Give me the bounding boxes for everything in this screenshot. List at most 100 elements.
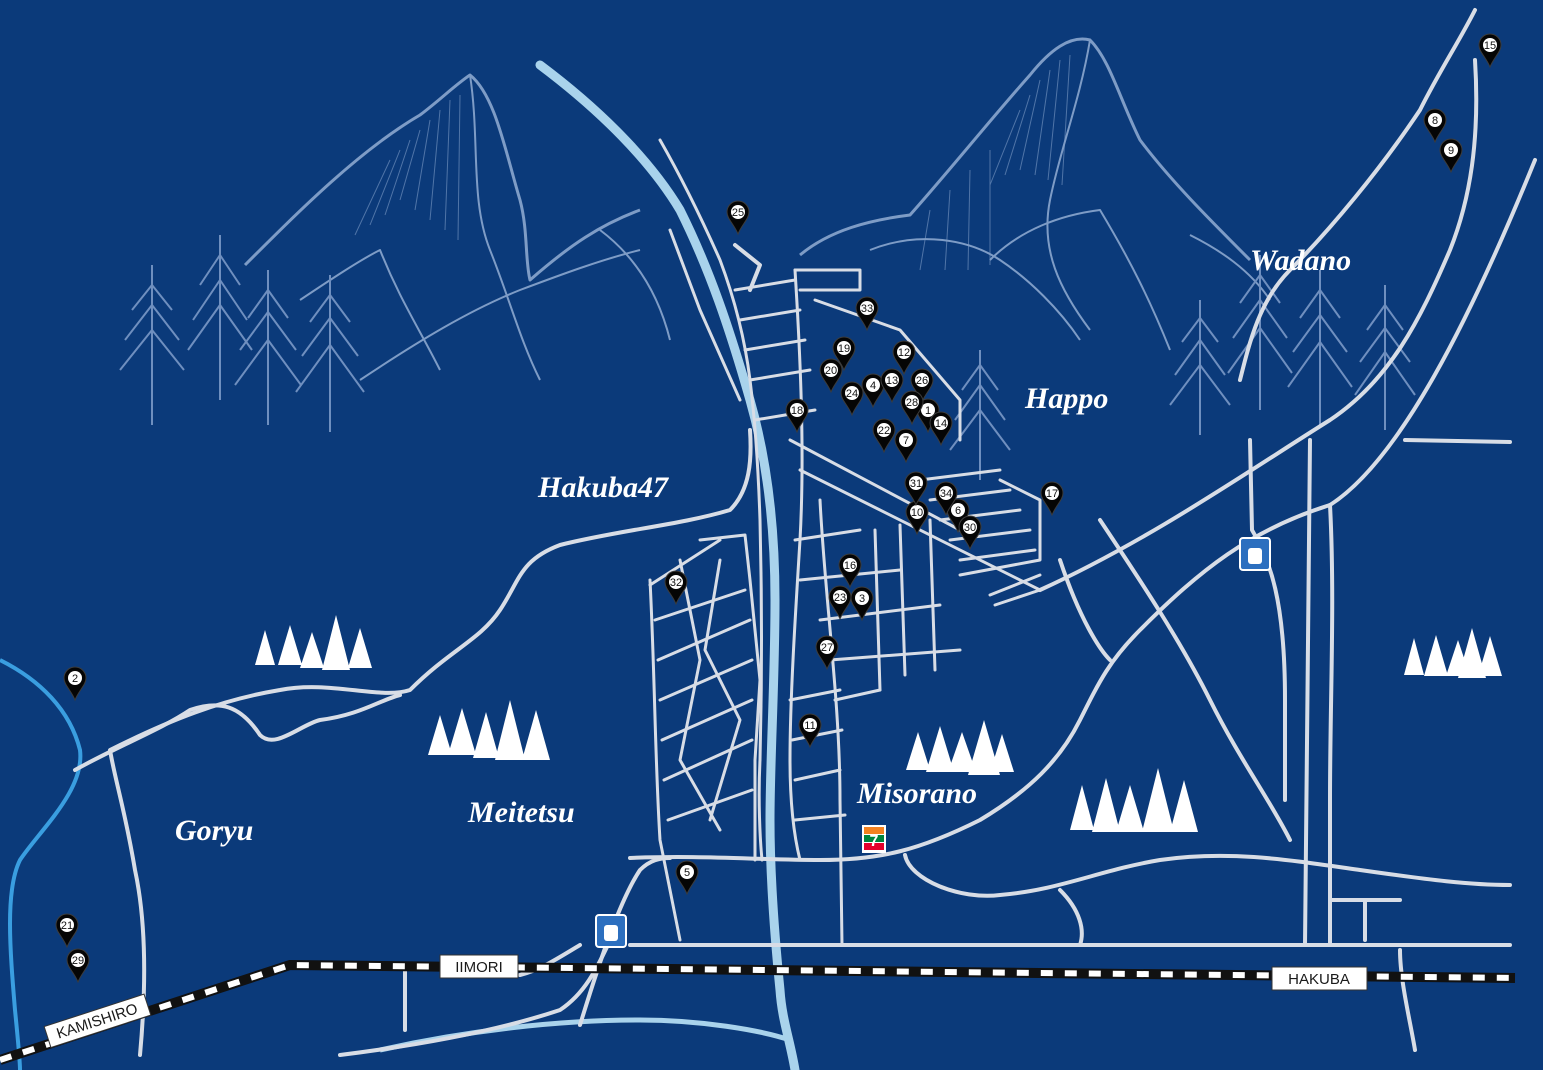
location-pin-23[interactable]: 23	[828, 585, 852, 621]
forest-far-east-white	[1404, 628, 1502, 678]
location-pin-11[interactable]: 11	[798, 713, 822, 749]
pin-label-background	[1045, 486, 1059, 500]
road-network	[73, 8, 1537, 1057]
pin-label-background	[951, 503, 965, 517]
pin-number-label: 22	[878, 425, 890, 437]
area-label-meitetsu: Meitetsu	[467, 796, 575, 829]
pin-number-label: 16	[844, 560, 856, 572]
station-iimori-label: IIMORI	[455, 959, 503, 976]
location-pin-25[interactable]: 25	[726, 200, 750, 236]
pin-label-background	[910, 505, 924, 519]
location-pin-13[interactable]: 13	[880, 368, 904, 404]
location-pin-15[interactable]: 15	[1478, 33, 1502, 69]
pin-label-background	[877, 423, 891, 437]
pin-number-label: 31	[910, 478, 922, 490]
location-pin-22[interactable]: 22	[872, 418, 896, 454]
pin-number-label: 4	[870, 380, 876, 392]
pin-number-label: 28	[906, 397, 918, 409]
pin-number-label: 2	[72, 673, 78, 685]
location-pin-26[interactable]: 26	[910, 368, 934, 404]
location-pin-4[interactable]: 4	[861, 373, 885, 409]
location-pin-9[interactable]: 9	[1439, 138, 1463, 174]
pin-number-label: 19	[838, 343, 850, 355]
pin-number-label: 10	[911, 507, 923, 519]
location-pin-21[interactable]: 21	[55, 913, 79, 949]
location-pin-34[interactable]: 34	[934, 481, 958, 517]
pin-label-background	[60, 918, 74, 932]
station-hakuba: HAKUBA	[1271, 966, 1368, 991]
pin-label-background	[843, 558, 857, 572]
pin-number-label: 7	[903, 435, 909, 447]
location-pin-8[interactable]: 8	[1423, 108, 1447, 144]
pin-number-label: 29	[72, 955, 84, 967]
location-pin-14[interactable]: 14	[929, 411, 953, 447]
location-pin-28[interactable]: 28	[900, 390, 924, 426]
pin-number-label: 8	[1432, 115, 1438, 127]
pin-label-background	[934, 416, 948, 430]
pin-number-label: 30	[964, 522, 976, 534]
pin-label-background	[1444, 143, 1458, 157]
pin-number-label: 33	[861, 303, 873, 315]
pin-label-background	[905, 395, 919, 409]
location-pin-30[interactable]: 30	[958, 515, 982, 551]
pin-label-background	[833, 590, 847, 604]
location-pin-10[interactable]: 10	[905, 500, 929, 536]
area-label-wadano: Wadano	[1250, 244, 1351, 277]
forest-upper-left	[119, 235, 365, 432]
pin-number-label: 13	[886, 375, 898, 387]
pin-number-label: 26	[916, 375, 928, 387]
pin-label-background	[921, 403, 935, 417]
location-pin-5[interactable]: 5	[675, 860, 699, 896]
location-pin-29[interactable]: 29	[66, 948, 90, 984]
location-pin-2[interactable]: 2	[63, 666, 87, 702]
pin-number-label: 14	[935, 418, 947, 430]
pin-number-label: 34	[940, 488, 952, 500]
pin-label-background	[731, 205, 745, 219]
location-pin-6[interactable]: 6	[946, 498, 970, 534]
pin-number-label: 12	[898, 347, 910, 359]
area-label-misorano: Misorano	[856, 777, 977, 810]
pin-label-background	[680, 865, 694, 879]
forest-east-white	[1070, 768, 1198, 832]
location-pin-16[interactable]: 16	[838, 553, 862, 589]
pin-label-background	[837, 341, 851, 355]
pin-number-label: 24	[846, 388, 858, 400]
location-pin-7[interactable]: 7	[894, 428, 918, 464]
location-pin-27[interactable]: 27	[815, 635, 839, 671]
location-pin-20[interactable]: 20	[819, 358, 843, 394]
pin-number-label: 21	[61, 920, 73, 932]
pin-label-background	[845, 386, 859, 400]
pin-number-label: 23	[834, 592, 846, 604]
station-iimori: IIMORI	[439, 954, 519, 979]
seven-eleven-icon: 7	[862, 825, 886, 853]
pin-number-label: 27	[821, 642, 833, 654]
pin-label-background	[71, 953, 85, 967]
location-pin-24[interactable]: 24	[840, 381, 864, 417]
forest-goryu-white	[255, 615, 372, 670]
pin-number-label: 6	[955, 505, 961, 517]
location-pin-12[interactable]: 12	[892, 340, 916, 376]
pin-number-label: 1	[925, 405, 931, 417]
pin-label-background	[899, 433, 913, 447]
forest-meitetsu-white	[428, 700, 550, 760]
lawson-icon	[595, 914, 627, 948]
station-hakuba-label: HAKUBA	[1288, 971, 1350, 988]
pin-label-background	[1428, 113, 1442, 127]
location-pin-3[interactable]: 3	[850, 586, 874, 622]
pin-label-background	[790, 403, 804, 417]
pin-number-label: 20	[825, 365, 837, 377]
location-pin-17[interactable]: 17	[1040, 481, 1064, 517]
location-pin-19[interactable]: 19	[832, 336, 856, 372]
area-label-happo: Happo	[1024, 382, 1108, 415]
pin-label-background	[855, 591, 869, 605]
location-pin-32[interactable]: 32	[664, 570, 688, 606]
location-pin-18[interactable]: 18	[785, 398, 809, 434]
forest-misorano-white	[906, 720, 1014, 775]
location-pin-33[interactable]: 33	[855, 296, 879, 332]
pin-label-background	[866, 378, 880, 392]
pin-number-label: 18	[791, 405, 803, 417]
area-label-hakuba47: Hakuba47	[537, 471, 669, 504]
pin-label-background	[669, 575, 683, 589]
location-pin-31[interactable]: 31	[904, 471, 928, 507]
pin-label-background	[909, 476, 923, 490]
